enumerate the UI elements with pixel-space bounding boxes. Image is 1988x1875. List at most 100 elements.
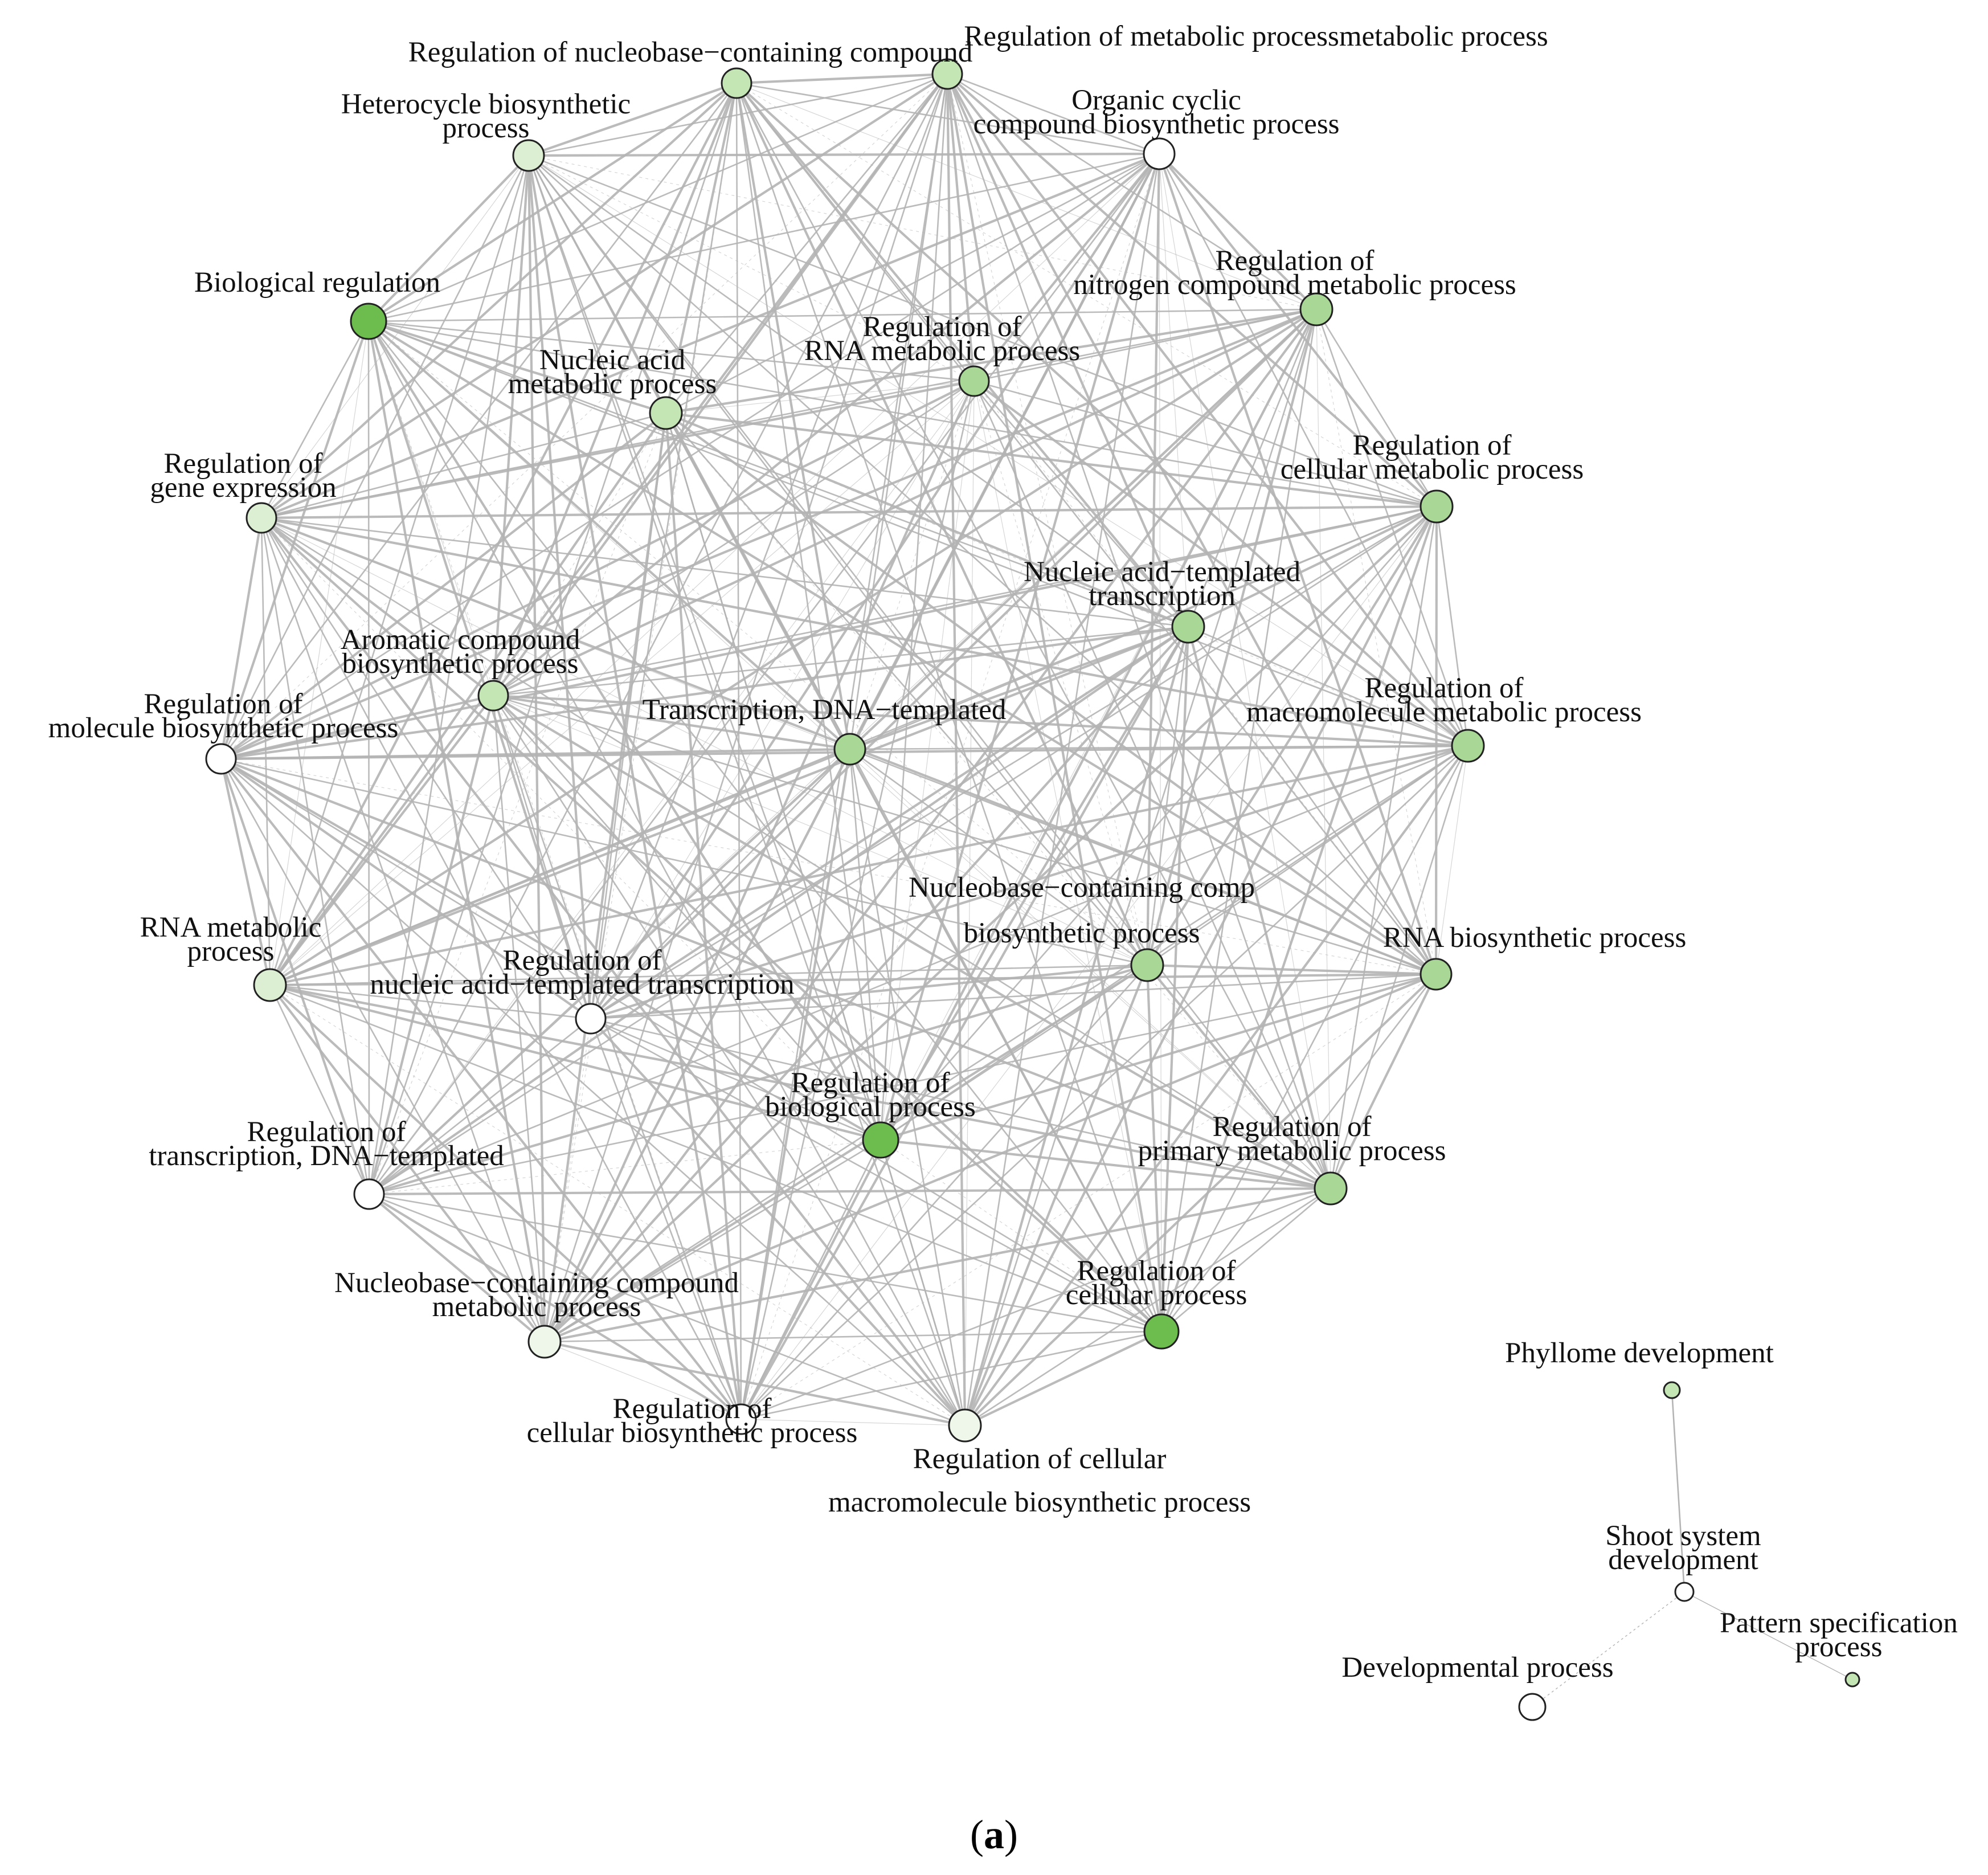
network-edge bbox=[849, 308, 1318, 750]
network-edge bbox=[1188, 505, 1437, 628]
label-line: Nucleic acid bbox=[539, 344, 685, 376]
network-edge bbox=[947, 73, 1317, 311]
node-molecule-bios-reg bbox=[205, 743, 237, 775]
network-edge bbox=[368, 748, 851, 1195]
network-edge bbox=[946, 73, 976, 382]
network-edge bbox=[220, 758, 966, 1426]
network-edge bbox=[736, 83, 1317, 310]
network-edge bbox=[964, 1330, 1162, 1427]
network-edge bbox=[269, 985, 966, 1426]
network-edge bbox=[369, 1139, 881, 1195]
network-edge bbox=[1159, 153, 1162, 1332]
network-edge bbox=[665, 412, 1468, 746]
label-line: RNA biosynthetic process bbox=[1383, 922, 1687, 954]
network-edge bbox=[369, 381, 975, 1195]
label-line: Regulation of bbox=[791, 1067, 950, 1099]
network-edge bbox=[220, 694, 494, 761]
network-edge bbox=[946, 73, 967, 1426]
node-cell-bios-reg bbox=[725, 1403, 757, 1435]
network-edge bbox=[269, 626, 1189, 986]
network-edge bbox=[493, 694, 850, 751]
label-line: RNA metabolic process bbox=[804, 335, 1080, 367]
network-edge bbox=[735, 82, 1469, 747]
label-line: Regulation of bbox=[1215, 245, 1374, 277]
label-phyllome: Phyllome development bbox=[1505, 1337, 1774, 1369]
node-nucleobase-bios bbox=[1130, 948, 1164, 982]
network-edge bbox=[1316, 309, 1437, 975]
network-edge bbox=[1435, 745, 1468, 975]
node-macromol-met-reg bbox=[1451, 729, 1485, 763]
network-edge bbox=[665, 153, 1160, 414]
network-edge bbox=[367, 82, 738, 322]
network-edge bbox=[665, 412, 1437, 975]
network-edge bbox=[590, 1018, 881, 1141]
node-metabolic-reg bbox=[931, 58, 963, 90]
network-edge bbox=[1315, 309, 1438, 507]
network-edge bbox=[220, 625, 1189, 761]
network-edge bbox=[590, 381, 975, 1019]
network-edge bbox=[269, 973, 1437, 987]
network-edge bbox=[736, 72, 948, 85]
network-edge bbox=[590, 749, 850, 1019]
network-edge bbox=[492, 695, 1332, 1190]
network-edge bbox=[220, 412, 667, 760]
network-edge bbox=[849, 748, 1437, 975]
label-line: process bbox=[443, 112, 530, 144]
network-edge bbox=[1187, 626, 1332, 1189]
network-edge bbox=[973, 380, 1437, 508]
network-edge bbox=[947, 73, 1160, 155]
network-edge bbox=[590, 1018, 1162, 1333]
network-edge bbox=[1160, 626, 1190, 1332]
network-edge bbox=[1146, 309, 1318, 966]
network-edge bbox=[368, 155, 530, 1195]
network-edge bbox=[260, 517, 370, 1195]
network-edge bbox=[269, 984, 591, 1020]
network-edge bbox=[973, 381, 1332, 1189]
network-edge bbox=[493, 412, 666, 696]
label-line: Biological regulation bbox=[194, 267, 440, 299]
node-transcr-dna-reg bbox=[353, 1178, 385, 1210]
node-rna-bios bbox=[1420, 958, 1453, 991]
network-edge bbox=[1158, 153, 1438, 508]
network-edge bbox=[964, 309, 1318, 1426]
label-line: nitrogen compound metabolic process bbox=[1073, 269, 1516, 301]
network-edge bbox=[1161, 1188, 1331, 1332]
node-heterocycle bbox=[512, 139, 545, 172]
label-line: cellular process bbox=[1066, 1279, 1247, 1311]
network-edge bbox=[1187, 626, 1437, 975]
network-edge bbox=[269, 984, 742, 1420]
network-edge bbox=[544, 745, 1468, 1343]
network-edge bbox=[527, 155, 1332, 1189]
node-nucleobase-met bbox=[527, 1325, 562, 1359]
network-edge bbox=[492, 695, 592, 1019]
label-line: Regulation of bbox=[1212, 1111, 1371, 1143]
network-edge bbox=[1684, 1591, 1853, 1680]
network-edge bbox=[260, 517, 494, 697]
label-line: process bbox=[1795, 1631, 1883, 1663]
network-edge bbox=[849, 73, 948, 750]
network-edge bbox=[665, 381, 975, 414]
network-edge bbox=[849, 749, 882, 1141]
label-line: Regulation of bbox=[247, 1116, 406, 1148]
network-edge bbox=[220, 758, 1148, 966]
network-edge bbox=[528, 155, 975, 382]
network-edge bbox=[220, 758, 370, 1195]
network-edge bbox=[590, 963, 1148, 1020]
network-edge bbox=[1147, 963, 1437, 976]
network-edge bbox=[880, 745, 1468, 1141]
network-edge bbox=[261, 517, 881, 1141]
network-edge bbox=[368, 73, 948, 1195]
network-edge bbox=[741, 1330, 1162, 1420]
network-edge bbox=[368, 320, 1437, 508]
network-edge bbox=[964, 973, 1437, 1427]
network-edge bbox=[973, 381, 1148, 966]
label-line: Regulation of bbox=[144, 688, 302, 720]
